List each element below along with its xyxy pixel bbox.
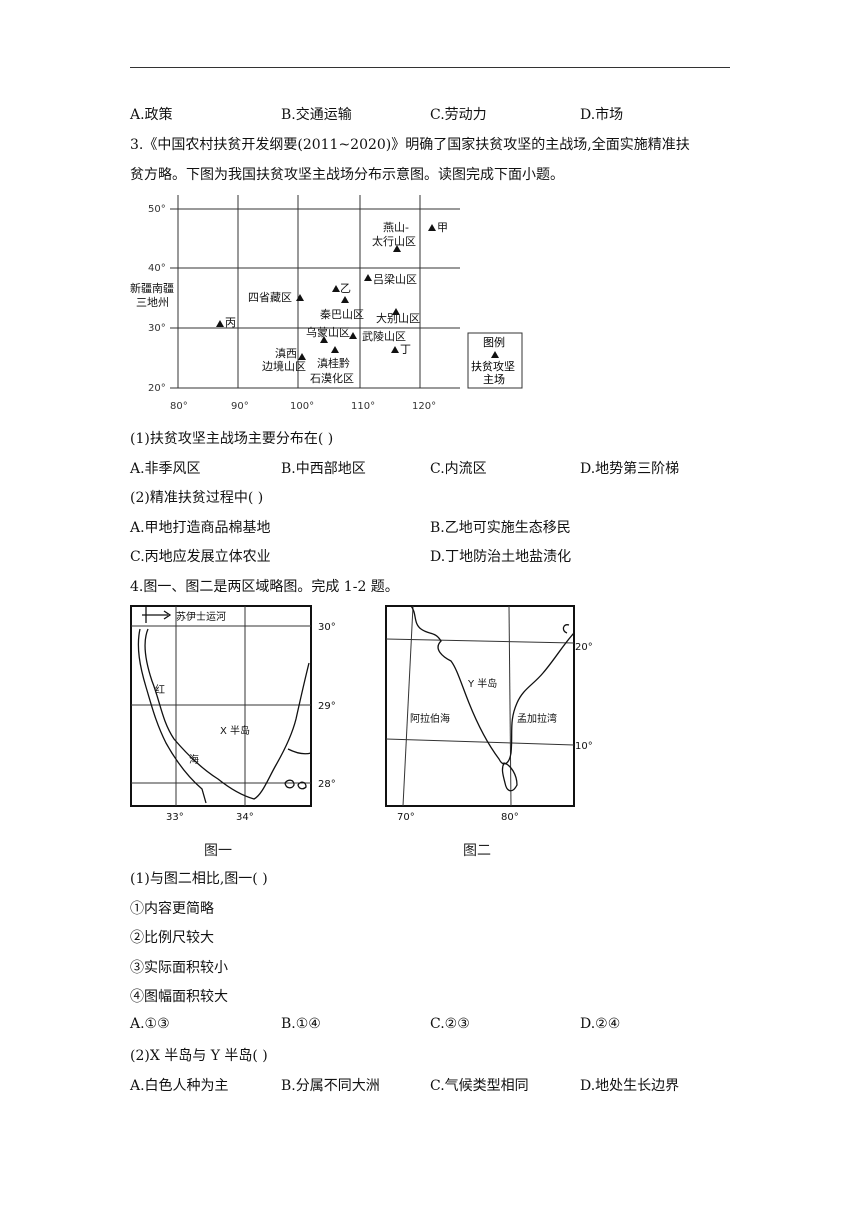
lat-label-50: 50° bbox=[148, 204, 166, 215]
lat-label-30: 30° bbox=[148, 323, 166, 334]
q3-sub1-option-d[interactable]: D.地势第三阶梯 bbox=[580, 461, 680, 477]
triangle-marker-icon bbox=[216, 320, 224, 327]
map-legend: 图例 扶贫攻坚 主场 bbox=[467, 332, 523, 389]
q3-sub1-option-c[interactable]: C.内流区 bbox=[430, 461, 487, 477]
map1-canal-label: 苏伊士运河 bbox=[176, 610, 226, 623]
map1-red-sea-label-2: 海 bbox=[189, 753, 199, 766]
legend-title: 图例 bbox=[483, 335, 505, 349]
triangle-marker-icon bbox=[320, 336, 328, 343]
label-jia: 甲 bbox=[437, 221, 448, 234]
label-diangui-2: 石漠化区 bbox=[310, 371, 354, 385]
label-ding: 丁 bbox=[400, 343, 411, 356]
q3-sub2-option-a[interactable]: A.甲地打造商品棉基地 bbox=[130, 520, 271, 536]
label-lvliang: 吕梁山区 bbox=[373, 272, 417, 286]
map1-red-sea-label-1: 红 bbox=[155, 683, 165, 696]
triangle-marker-icon bbox=[296, 294, 304, 301]
label-xinjiang-2: 三地州 bbox=[136, 296, 169, 309]
q3-sub1-question: (1)扶贫攻坚主战场主要分布在( ) bbox=[130, 431, 334, 447]
map1-lon-33: 33° bbox=[166, 812, 184, 823]
lon-label-110: 110° bbox=[351, 401, 375, 412]
label-qinba: 秦巴山区 bbox=[320, 307, 364, 321]
map1-lon-34: 34° bbox=[236, 812, 254, 823]
figure-1-caption: 图一 bbox=[204, 843, 232, 859]
map2-lat-20: 20° bbox=[575, 642, 593, 653]
q2-option-d[interactable]: D.市场 bbox=[580, 107, 624, 123]
lon-label-90: 90° bbox=[231, 401, 249, 412]
figure-2-caption: 图二 bbox=[463, 843, 491, 859]
lon-label-120: 120° bbox=[412, 401, 436, 412]
triangle-marker-icon bbox=[349, 332, 357, 339]
map2-peninsula-label: Y 半岛 bbox=[467, 677, 497, 690]
triangle-marker-icon bbox=[491, 351, 499, 358]
map2-lon-80: 80° bbox=[501, 812, 519, 823]
lat-label-40: 40° bbox=[148, 263, 166, 274]
label-yanshan-1: 燕山- bbox=[383, 221, 409, 234]
q4-sub2-option-c[interactable]: C.气候类型相同 bbox=[430, 1078, 529, 1094]
header-rule bbox=[130, 67, 730, 68]
triangle-marker-icon bbox=[331, 346, 339, 353]
q4-sub2-option-b[interactable]: B.分属不同大洲 bbox=[281, 1078, 380, 1094]
q4-sub1-question: (1)与图二相比,图一( ) bbox=[130, 871, 268, 887]
q3-sub2-question: (2)精准扶贫过程中( ) bbox=[130, 490, 264, 506]
label-yanshan-2: 太行山区 bbox=[372, 235, 416, 248]
poverty-region-map: 50° 40° 30° 20° 80° 90° 100° 110° 120° 燕… bbox=[130, 195, 523, 412]
triangle-marker-icon bbox=[364, 274, 372, 281]
label-dabie: 大别山区 bbox=[376, 311, 420, 325]
label-dianxi-2: 边境山区 bbox=[262, 359, 306, 373]
lat-label-20: 20° bbox=[148, 383, 166, 394]
q4-sub1-option-d[interactable]: D.②④ bbox=[580, 1016, 621, 1032]
triangle-marker-icon bbox=[332, 285, 340, 292]
q3-stem-line2: 贫方略。下图为我国扶贫攻坚主战场分布示意图。读图完成下面小题。 bbox=[130, 167, 564, 183]
q4-sub1-option-a[interactable]: A.①③ bbox=[130, 1016, 170, 1032]
triangle-marker-icon bbox=[392, 308, 400, 315]
legend-item-1: 扶贫攻坚 bbox=[471, 359, 515, 373]
q4-sub2-question: (2)X 半岛与 Y 半岛( ) bbox=[130, 1048, 268, 1064]
q4-sub1-statement-4: ④图幅面积较大 bbox=[130, 989, 228, 1005]
triangle-marker-icon bbox=[393, 245, 401, 252]
label-dianxi-1: 滇西 bbox=[275, 346, 297, 360]
label-diangui-1: 滇桂黔 bbox=[317, 356, 350, 370]
q3-sub2-option-d[interactable]: D.丁地防治土地盐渍化 bbox=[430, 549, 572, 565]
q4-sub1-option-c[interactable]: C.②③ bbox=[430, 1016, 470, 1032]
label-xinjiang-1: 新疆南疆 bbox=[130, 281, 174, 295]
q3-sub2-option-b[interactable]: B.乙地可实施生态移民 bbox=[430, 520, 571, 536]
q4-sub1-statement-3: ③实际面积较小 bbox=[130, 960, 228, 976]
q4-sub1-statement-2: ②比例尺较大 bbox=[130, 930, 214, 946]
q4-stem: 4.图一、图二是两区域略图。完成 1-2 题。 bbox=[130, 579, 399, 595]
map1-peninsula-label: X 半岛 bbox=[220, 724, 250, 737]
triangle-marker-icon bbox=[341, 296, 349, 303]
q2-option-b[interactable]: B.交通运输 bbox=[281, 107, 352, 123]
triangle-marker-icon bbox=[428, 224, 436, 231]
q3-stem-line1: 3.《中国农村扶贫开发纲要(2011~2020)》明确了国家扶贫攻坚的主战场,全… bbox=[130, 137, 690, 153]
q3-sub2-option-c[interactable]: C.丙地应发展立体农业 bbox=[130, 549, 271, 565]
label-wuling: 武陵山区 bbox=[362, 330, 406, 343]
label-yi: 乙 bbox=[340, 282, 351, 295]
q4-sub1-option-b[interactable]: B.①④ bbox=[281, 1016, 321, 1032]
figure-1-map: 苏伊士运河 红 海 X 半岛 30° 29° 28° 33° 34° bbox=[130, 605, 336, 823]
q4-sub2-option-d[interactable]: D.地处生长边界 bbox=[580, 1078, 680, 1094]
map1-lat-28: 28° bbox=[318, 779, 336, 790]
q3-sub1-option-b[interactable]: B.中西部地区 bbox=[281, 461, 366, 477]
figure-2-map: Y 半岛 阿拉伯海 孟加拉湾 20° 10° 70° 80° bbox=[385, 605, 593, 823]
label-bing: 丙 bbox=[225, 316, 236, 329]
q2-option-a[interactable]: A.政策 bbox=[130, 107, 173, 123]
q2-option-c[interactable]: C.劳动力 bbox=[430, 107, 487, 123]
triangle-marker-icon bbox=[391, 346, 399, 353]
map2-bay-of-bengal-label: 孟加拉湾 bbox=[517, 712, 557, 725]
triangle-marker-icon bbox=[298, 353, 306, 360]
map2-lon-70: 70° bbox=[397, 812, 415, 823]
q4-sub1-statement-1: ①内容更简略 bbox=[130, 901, 214, 917]
map1-lat-29: 29° bbox=[318, 701, 336, 712]
label-sisheng: 四省藏区 bbox=[248, 291, 292, 304]
map2-arabian-sea-label: 阿拉伯海 bbox=[410, 712, 450, 725]
map1-lat-30: 30° bbox=[318, 622, 336, 633]
lon-label-80: 80° bbox=[170, 401, 188, 412]
lon-label-100: 100° bbox=[290, 401, 314, 412]
map2-lat-10: 10° bbox=[575, 741, 593, 752]
legend-item-2: 主场 bbox=[483, 372, 505, 386]
label-wumeng: 乌蒙山区 bbox=[306, 325, 350, 339]
q3-sub1-option-a[interactable]: A.非季风区 bbox=[130, 461, 201, 477]
q4-sub2-option-a[interactable]: A.白色人种为主 bbox=[130, 1078, 229, 1094]
